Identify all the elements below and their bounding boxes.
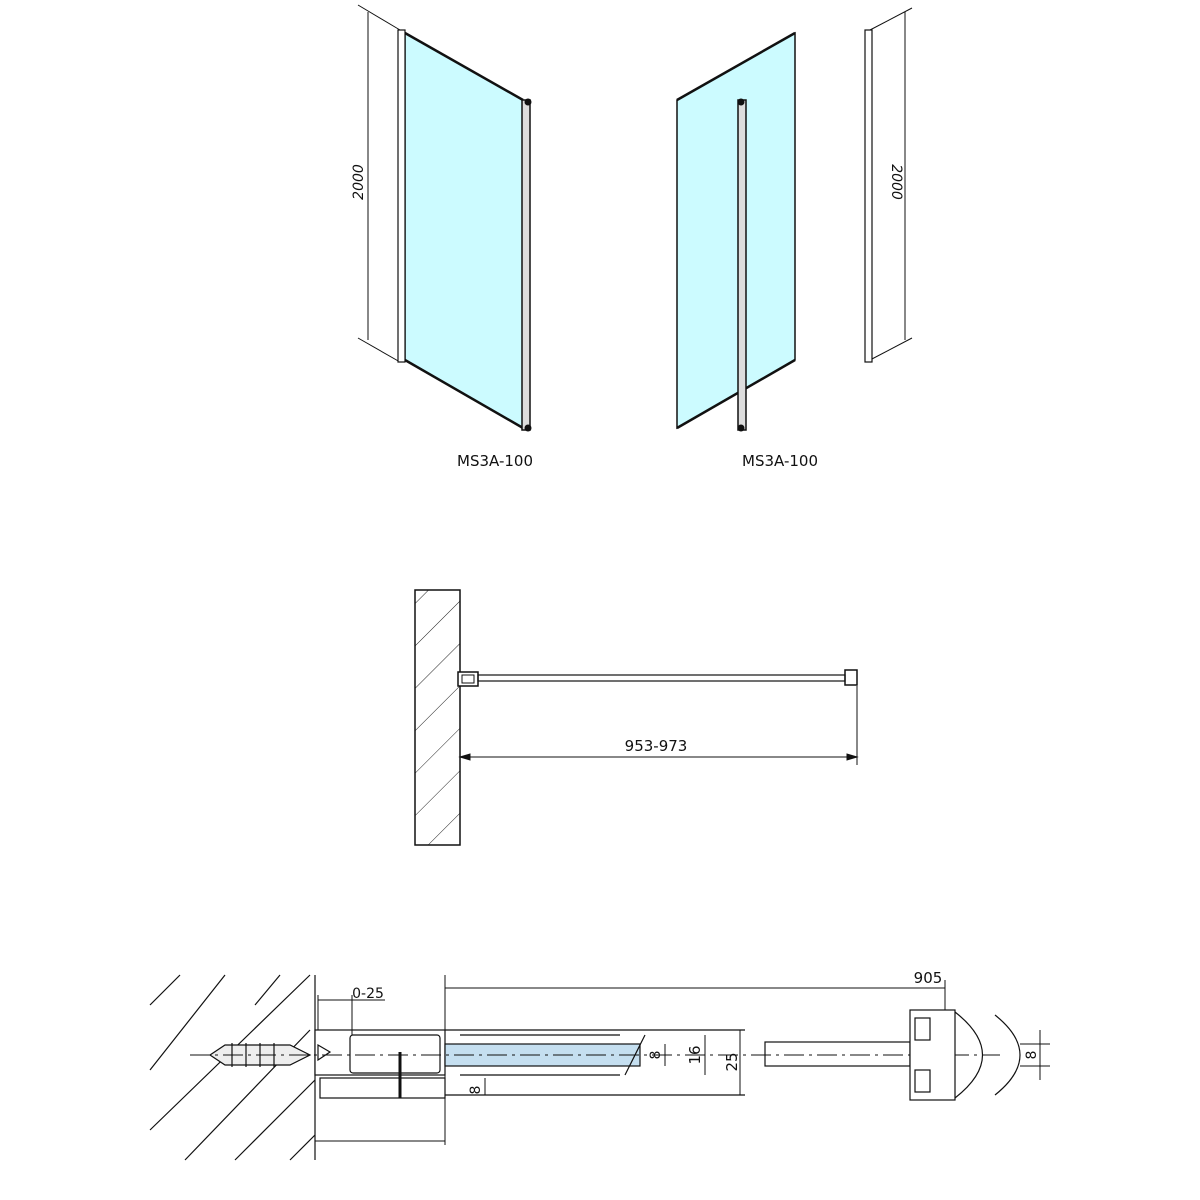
left-height-label: 2000 [351, 164, 367, 200]
bottom-offset-label: 8 [468, 1086, 484, 1095]
right-height-label: 2000 [888, 164, 904, 200]
end-cap [844, 669, 858, 686]
end-profile [521, 99, 531, 431]
profile-width-label: 25 [723, 1052, 741, 1071]
glass-length-label: 905 [914, 969, 943, 987]
adjust-range-label: 0-25 [352, 986, 384, 1002]
glass-thickness-label: 8 [648, 1051, 664, 1060]
wall-profile [864, 29, 873, 363]
glass-stub [764, 1041, 911, 1067]
wall-section [414, 589, 461, 846]
clamp-glass-label: 8 [1024, 1051, 1040, 1060]
left-model-label: MS3A-100 [457, 452, 533, 470]
detail-view [149, 974, 1050, 1161]
glass-pane [404, 31, 524, 430]
wall-profile-section [314, 1029, 446, 1076]
glass-section [444, 1043, 641, 1067]
glass-pane [676, 31, 796, 430]
left-panel-view [357, 4, 532, 432]
plan-view [414, 589, 859, 846]
end-profile [737, 99, 747, 431]
plan-width-label: 953-973 [625, 737, 688, 755]
glass-line [477, 674, 846, 682]
channel-width-label: 16 [686, 1045, 704, 1064]
wall-bracket [457, 671, 479, 687]
end-clamp [909, 1009, 956, 1101]
right-panel-view [676, 7, 913, 432]
wall-profile [397, 29, 406, 363]
right-model-label: MS3A-100 [742, 452, 818, 470]
